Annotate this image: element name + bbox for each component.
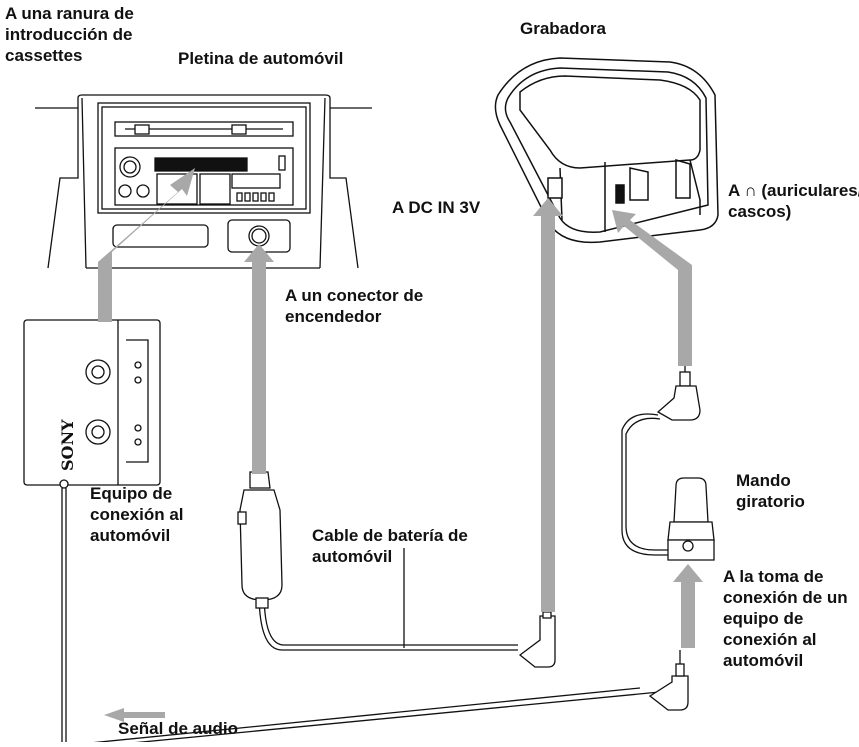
arrow-kit-jack bbox=[673, 564, 703, 648]
label-battery-cable: Cable de batería de automóvil bbox=[312, 526, 468, 566]
arrow-dc bbox=[533, 198, 563, 612]
audio-plug bbox=[648, 650, 689, 711]
label-headphones: A ∩ (auriculares/ cascos) bbox=[728, 181, 859, 221]
label-recorder: Grabadora bbox=[520, 19, 606, 38]
connection-arrows bbox=[98, 168, 703, 722]
arrow-lighter bbox=[244, 244, 274, 474]
arrow-cassette-stem bbox=[98, 292, 112, 322]
label-lighter: A un conector de encendedor bbox=[285, 286, 424, 326]
label-connection-kit: Equipo de conexión al automóvil bbox=[90, 484, 184, 545]
headphone-plug bbox=[656, 360, 701, 421]
label-audio-signal: Señal de audio bbox=[118, 719, 238, 738]
label-dc-in: A DC IN 3V bbox=[392, 198, 481, 217]
dc-plug bbox=[518, 606, 556, 668]
lighter-plug bbox=[237, 471, 283, 609]
label-cassette-slot: A una ranura de introducción de cassette… bbox=[5, 4, 134, 65]
cassette-brand: SONY bbox=[58, 419, 77, 471]
car-deck bbox=[97, 102, 311, 253]
arrow-headphones bbox=[612, 210, 692, 366]
rotary-knob bbox=[667, 477, 715, 561]
label-car-deck: Pletina de automóvil bbox=[178, 49, 344, 68]
car-dashboard bbox=[35, 94, 372, 269]
arrow-audio-signal bbox=[104, 708, 165, 722]
arrow-cassette bbox=[98, 168, 195, 292]
label-rotary-knob: Mando giratorio bbox=[736, 471, 805, 511]
recorder bbox=[494, 57, 719, 244]
label-kit-jack: A la toma de conexión de un equipo de co… bbox=[723, 567, 848, 670]
cassette-adapter: SONY bbox=[23, 319, 161, 489]
